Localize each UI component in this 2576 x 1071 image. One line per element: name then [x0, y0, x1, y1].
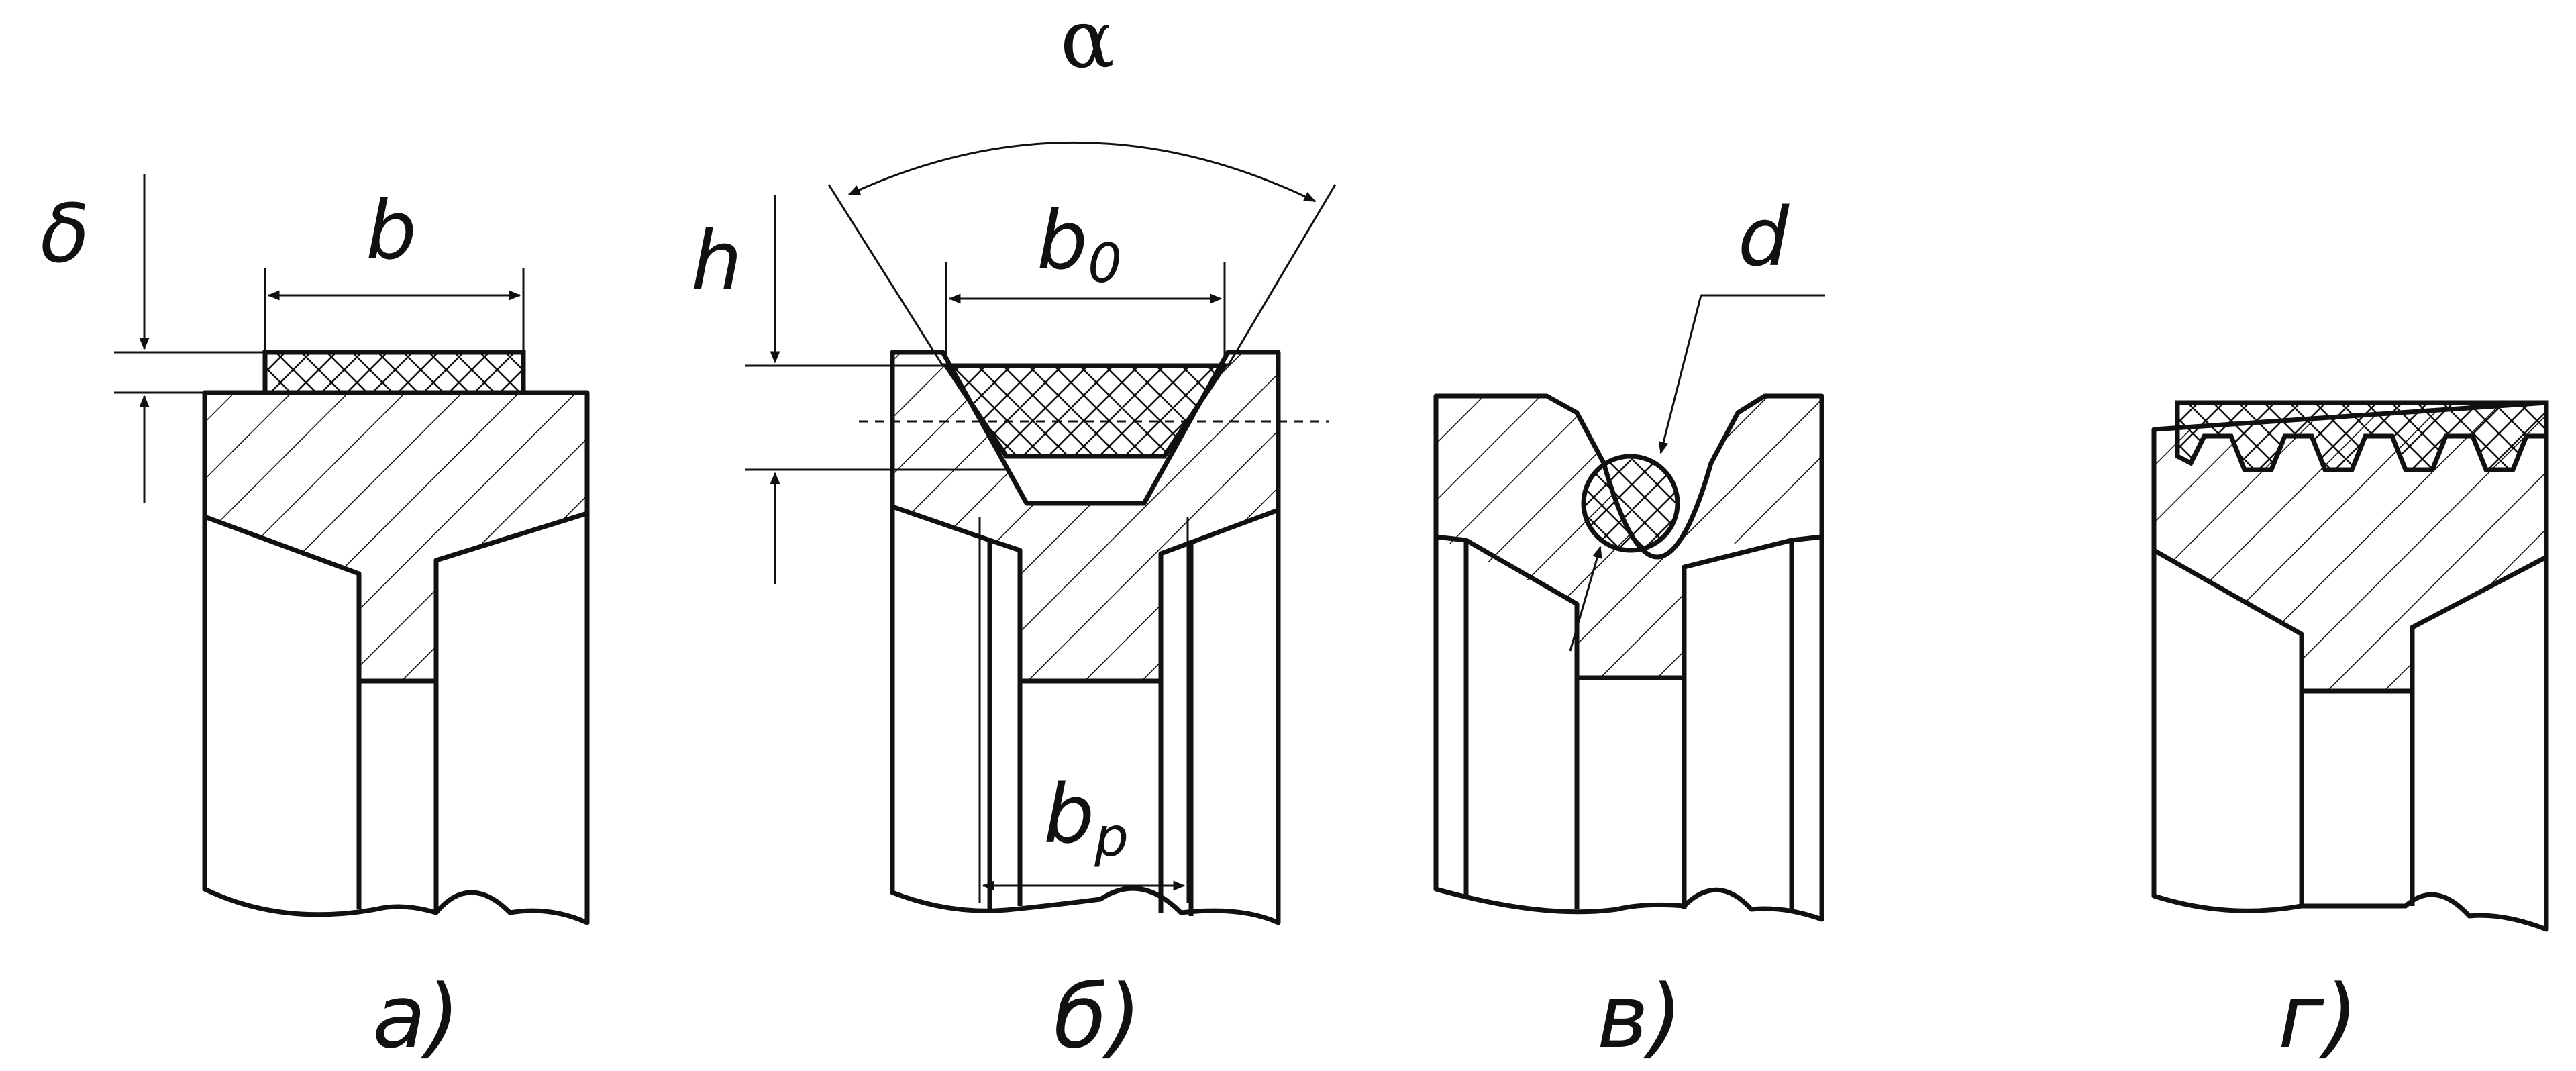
caption-v: в) [1597, 966, 1682, 1068]
pulley-a-hatch [205, 393, 587, 681]
section-a-flat-belt: b δ а) [40, 174, 590, 1068]
label-delta: δ [40, 188, 89, 281]
caption-a: а) [372, 966, 460, 1068]
section-v-round-belt: d в) [1433, 191, 1825, 1068]
label-d: d [1738, 191, 1790, 285]
pulley-b-hatch [892, 352, 1278, 681]
label-b0: b0 [1037, 195, 1122, 295]
caption-g: г) [2278, 966, 2358, 1068]
section-b-v-belt: α b0 h bp б) [691, 0, 1337, 1068]
label-b: b [366, 185, 417, 278]
flat-belt [262, 350, 526, 395]
label-h: h [691, 215, 742, 308]
v-belt [941, 363, 1229, 459]
section-g-toothed-belt: г) [2151, 400, 2549, 1068]
label-bp: bp [1043, 768, 1129, 868]
caption-b: б) [1053, 966, 1141, 1068]
label-alpha: α [1060, 0, 1115, 87]
toothed-belt [2175, 400, 2549, 472]
round-belt [1581, 454, 1680, 553]
pulley-g-hatch [2154, 403, 2546, 691]
